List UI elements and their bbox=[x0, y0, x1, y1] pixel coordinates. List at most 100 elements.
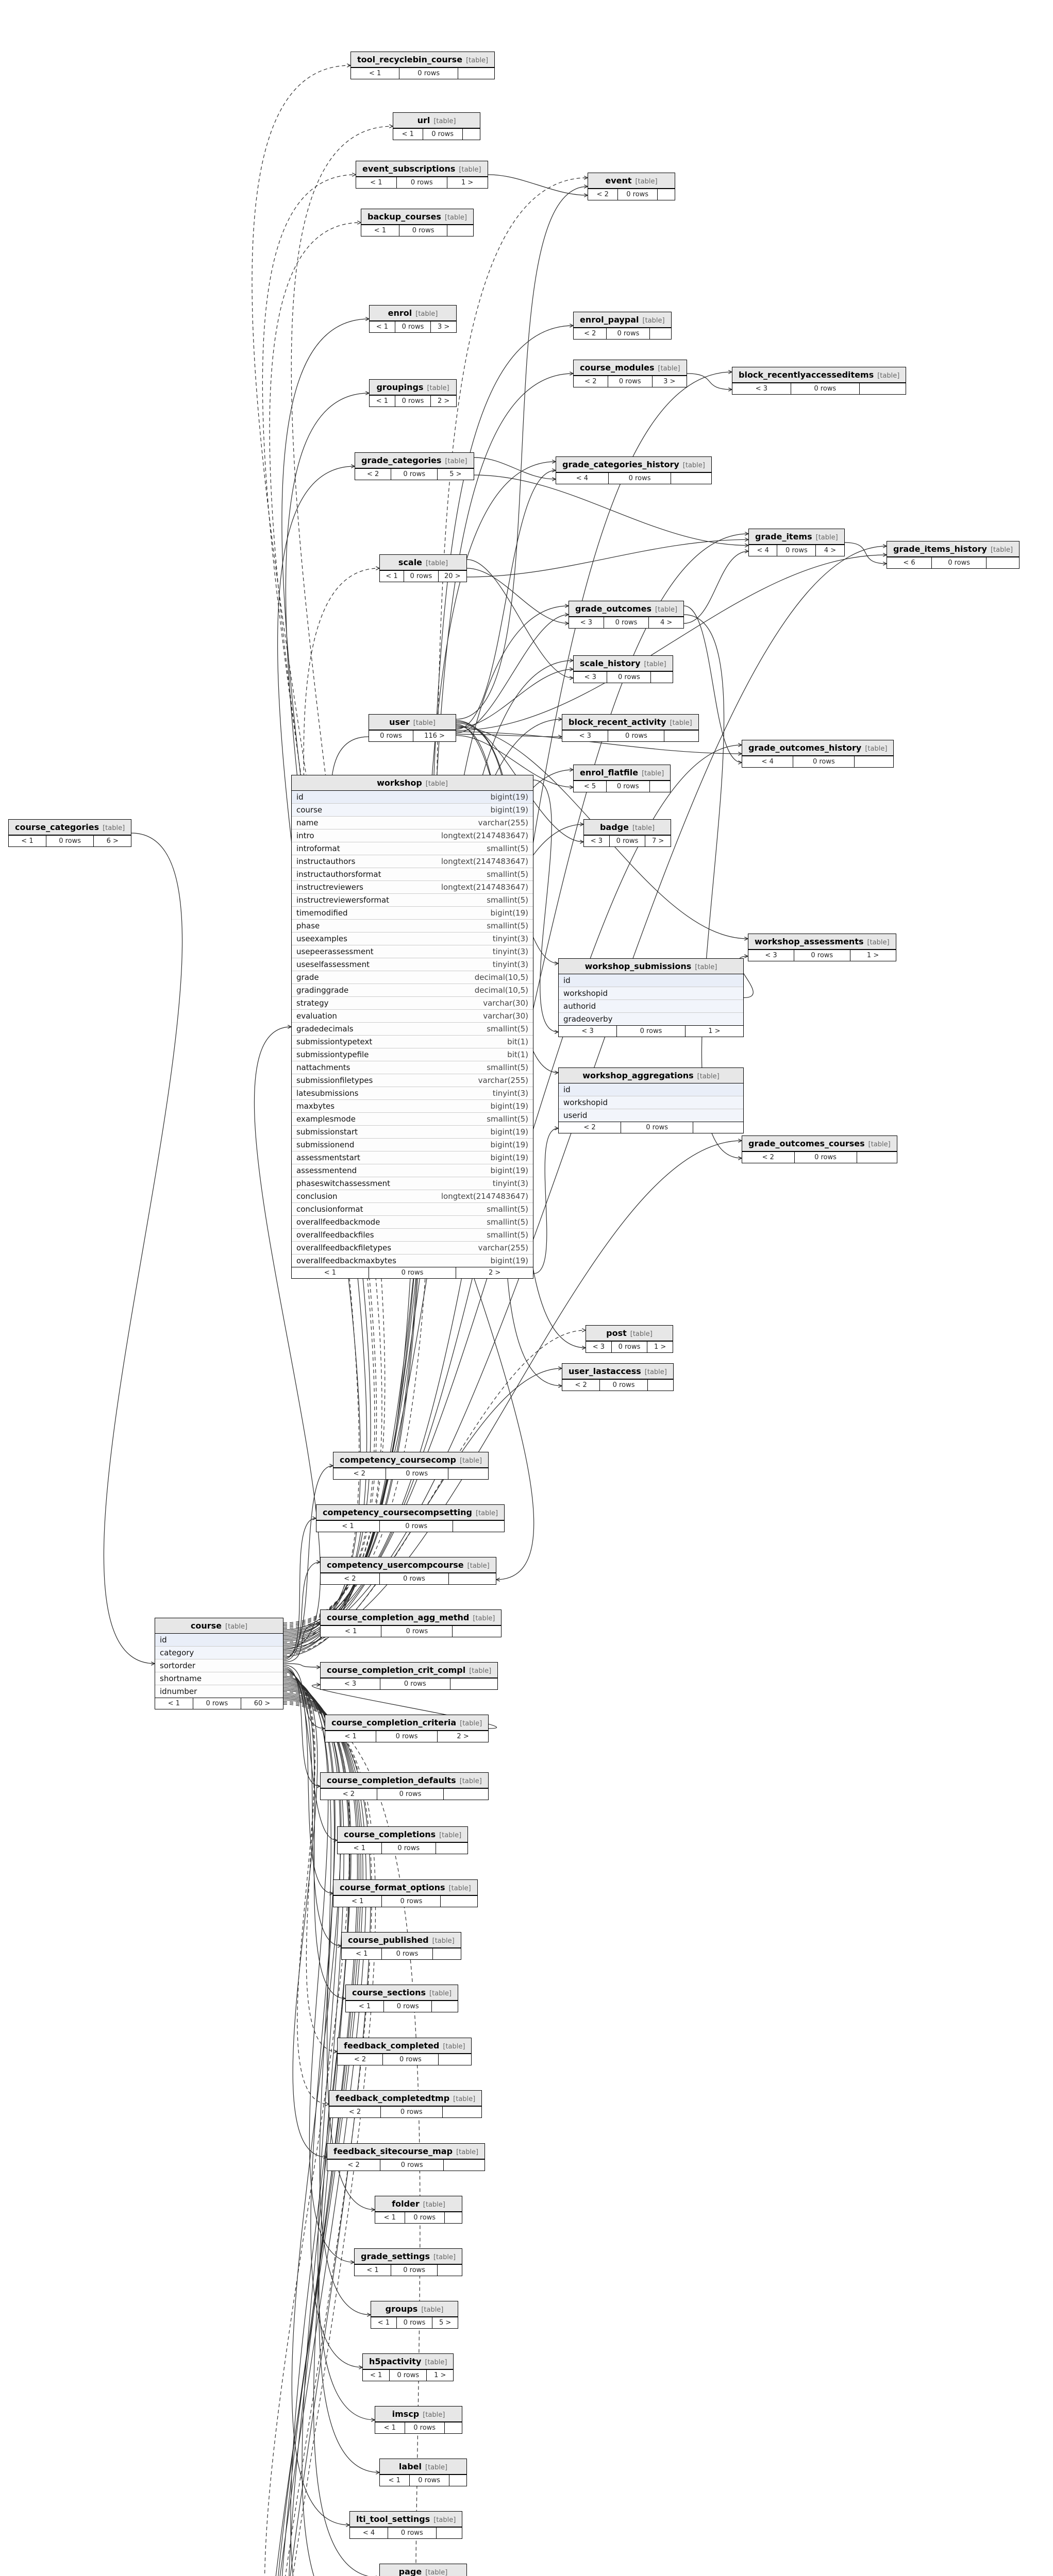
table-header-lti_tool_settings[interactable]: lti_tool_settings[table] bbox=[350, 2512, 462, 2527]
table-header-user[interactable]: user[table] bbox=[369, 715, 456, 730]
table-header-tool_recyclebin_course[interactable]: tool_recyclebin_course[table] bbox=[351, 52, 495, 67]
table-header-block_recent_activity[interactable]: block_recent_activity[table] bbox=[562, 715, 698, 730]
table-header-url[interactable]: url[table] bbox=[393, 113, 480, 128]
table-header-grade_categories_history[interactable]: grade_categories_history[table] bbox=[556, 457, 711, 472]
table-header-grade_items_history[interactable]: grade_items_history[table] bbox=[887, 541, 1019, 557]
table-header-workshop_aggregations[interactable]: workshop_aggregations[table] bbox=[559, 1068, 743, 1083]
table-header-imscp[interactable]: imscp[table] bbox=[375, 2406, 462, 2422]
table-header-scale[interactable]: scale[table] bbox=[380, 555, 466, 570]
table-header-enrol_flatfile[interactable]: enrol_flatfile[table] bbox=[574, 765, 671, 781]
table-header-workshop_submissions[interactable]: workshop_submissions[table] bbox=[559, 959, 743, 974]
table-header-feedback_completed[interactable]: feedback_completed[table] bbox=[338, 2038, 472, 2054]
table-header-label[interactable]: label[table] bbox=[380, 2459, 466, 2475]
table-header-feedback_completedtmp[interactable]: feedback_completedtmp[table] bbox=[329, 2091, 482, 2106]
table-header-competency_coursecompsetting[interactable]: competency_coursecompsetting[table] bbox=[316, 1505, 505, 1520]
table-header-course[interactable]: course[table] bbox=[155, 1618, 283, 1634]
table-header-grade_categories[interactable]: grade_categories[table] bbox=[355, 453, 474, 468]
table-header-h5pactivity[interactable]: h5pactivity[table] bbox=[363, 2354, 454, 2369]
table-header-course_categories[interactable]: course_categories[table] bbox=[9, 820, 131, 835]
table-header-competency_coursecomp[interactable]: competency_coursecomp[table] bbox=[333, 1452, 489, 1468]
table-header-grade_outcomes_history[interactable]: grade_outcomes_history[table] bbox=[742, 740, 894, 756]
table-header-post[interactable]: post[table] bbox=[586, 1326, 673, 1341]
table-header-course_format_options[interactable]: course_format_options[table] bbox=[333, 1880, 477, 1895]
table-header-workshop_assessments[interactable]: workshop_assessments[table] bbox=[748, 934, 896, 950]
table-header-grade_outcomes_courses[interactable]: grade_outcomes_courses[table] bbox=[742, 1136, 897, 1151]
table-header-course_completions[interactable]: course_completions[table] bbox=[338, 1827, 468, 1842]
table-header-course_completion_agg_methd[interactable]: course_completion_agg_methd[table] bbox=[321, 1610, 502, 1625]
table-header-groups[interactable]: groups[table] bbox=[371, 2301, 458, 2317]
table-header-feedback_sitecourse_map[interactable]: feedback_sitecourse_map[table] bbox=[327, 2144, 485, 2159]
table-node-page[interactable]: page[table]< 10 rows bbox=[379, 2564, 467, 2576]
table-header-competency_usercompcourse[interactable]: competency_usercompcourse[table] bbox=[321, 1557, 496, 1573]
table-header-course_completion_defaults[interactable]: course_completion_defaults[table] bbox=[321, 1773, 488, 1788]
table-header-enrol_paypal[interactable]: enrol_paypal[table] bbox=[574, 312, 671, 328]
table-header-course_modules[interactable]: course_modules[table] bbox=[574, 360, 687, 376]
table-header-page[interactable]: page[table] bbox=[380, 2564, 466, 2576]
table-header-enrol[interactable]: enrol[table] bbox=[370, 306, 456, 321]
table-header-workshop[interactable]: workshop[table] bbox=[292, 775, 533, 791]
table-header-grade_items[interactable]: grade_items[table] bbox=[749, 529, 844, 545]
table-header-event_subscriptions[interactable]: event_subscriptions[table] bbox=[356, 161, 488, 177]
table-header-backup_courses[interactable]: backup_courses[table] bbox=[361, 209, 473, 225]
table-header-course_published[interactable]: course_published[table] bbox=[342, 1933, 461, 1948]
table-header-folder[interactable]: folder[table] bbox=[375, 2196, 462, 2212]
table-header-course_completion_crit_compl[interactable]: course_completion_crit_compl[table] bbox=[321, 1663, 498, 1678]
table-header-block_recentlyaccesseditems[interactable]: block_recentlyaccesseditems[table] bbox=[732, 367, 906, 383]
table-header-scale_history[interactable]: scale_history[table] bbox=[574, 656, 673, 671]
table-header-user_lastaccess[interactable]: user_lastaccess[table] bbox=[562, 1364, 673, 1379]
table-header-grade_outcomes[interactable]: grade_outcomes[table] bbox=[569, 601, 684, 617]
table-header-course_sections[interactable]: course_sections[table] bbox=[346, 1985, 458, 2001]
